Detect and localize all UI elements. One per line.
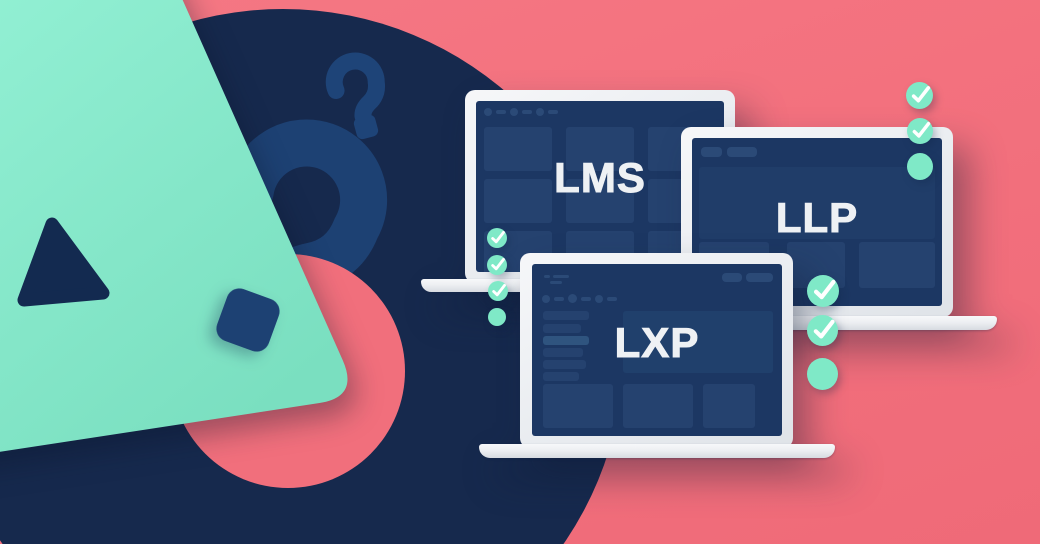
topbar-dash (522, 110, 532, 114)
topbar-dash (548, 110, 558, 114)
laptop-llp-label: LLP (775, 194, 859, 241)
check-circle-icon (487, 228, 507, 248)
check-circle-icon (488, 281, 508, 301)
screen-tile (566, 127, 634, 171)
topbar-dot-icon (536, 108, 544, 116)
inner-navy-triangle (17, 217, 110, 307)
sidebar-list-item-active (543, 336, 589, 345)
dot-icon (488, 308, 506, 326)
nav-dash (607, 296, 617, 301)
llp-hero-banner (699, 167, 935, 239)
sidebar-list-item (543, 360, 586, 369)
dot-icon (807, 358, 838, 390)
question-mark-icon-small (325, 52, 386, 125)
lms-topbar (484, 108, 558, 116)
question-mark-small-dot (353, 114, 379, 140)
screen-tile (703, 384, 755, 428)
lxp-logo-mark (544, 275, 550, 278)
question-mark-large-dot (216, 288, 280, 352)
check-circle-icon (907, 118, 933, 144)
laptop-lxp-bezel: LXP (520, 253, 793, 448)
check-circle-icon (906, 82, 933, 109)
laptop-lxp-screen: LXP (532, 264, 782, 436)
screen-tile (859, 242, 935, 288)
llp-topbar-pill (727, 147, 757, 157)
screen-tile (566, 179, 634, 223)
check-circle-icon (487, 255, 507, 275)
nav-dot-icon (595, 294, 603, 303)
screen-tile (543, 384, 613, 428)
topbar-dot-icon (484, 108, 492, 116)
sidebar-list-item (543, 348, 583, 357)
lxp-main-panel (623, 311, 773, 373)
laptop-lxp-label: LXP (614, 319, 700, 366)
llp-topbar-pill (701, 147, 722, 157)
lxp-topbar-pill (722, 273, 742, 282)
nav-dash (554, 296, 564, 301)
nav-dash (581, 296, 591, 301)
topbar-dash (496, 110, 506, 114)
check-circle-icon (807, 315, 838, 346)
laptop-lxp-base (479, 444, 835, 458)
lxp-nav-row (542, 294, 617, 303)
lxp-logo-mark (553, 275, 569, 278)
sidebar-list-item (543, 372, 579, 381)
nav-dot-icon (542, 294, 550, 303)
laptop-lms-label: LMS (554, 154, 646, 201)
screen-tile (484, 127, 552, 171)
sidebar-list-item (543, 324, 581, 333)
screen-tile (484, 179, 552, 223)
sidebar-list-item (543, 311, 589, 320)
topbar-dot-icon (510, 108, 518, 116)
nav-dot-icon (568, 294, 577, 303)
screen-tile (623, 384, 693, 428)
dot-icon (907, 153, 933, 180)
check-circle-icon (807, 275, 839, 307)
lxp-logo-mark (550, 281, 562, 284)
lxp-topbar-pill (746, 273, 773, 282)
